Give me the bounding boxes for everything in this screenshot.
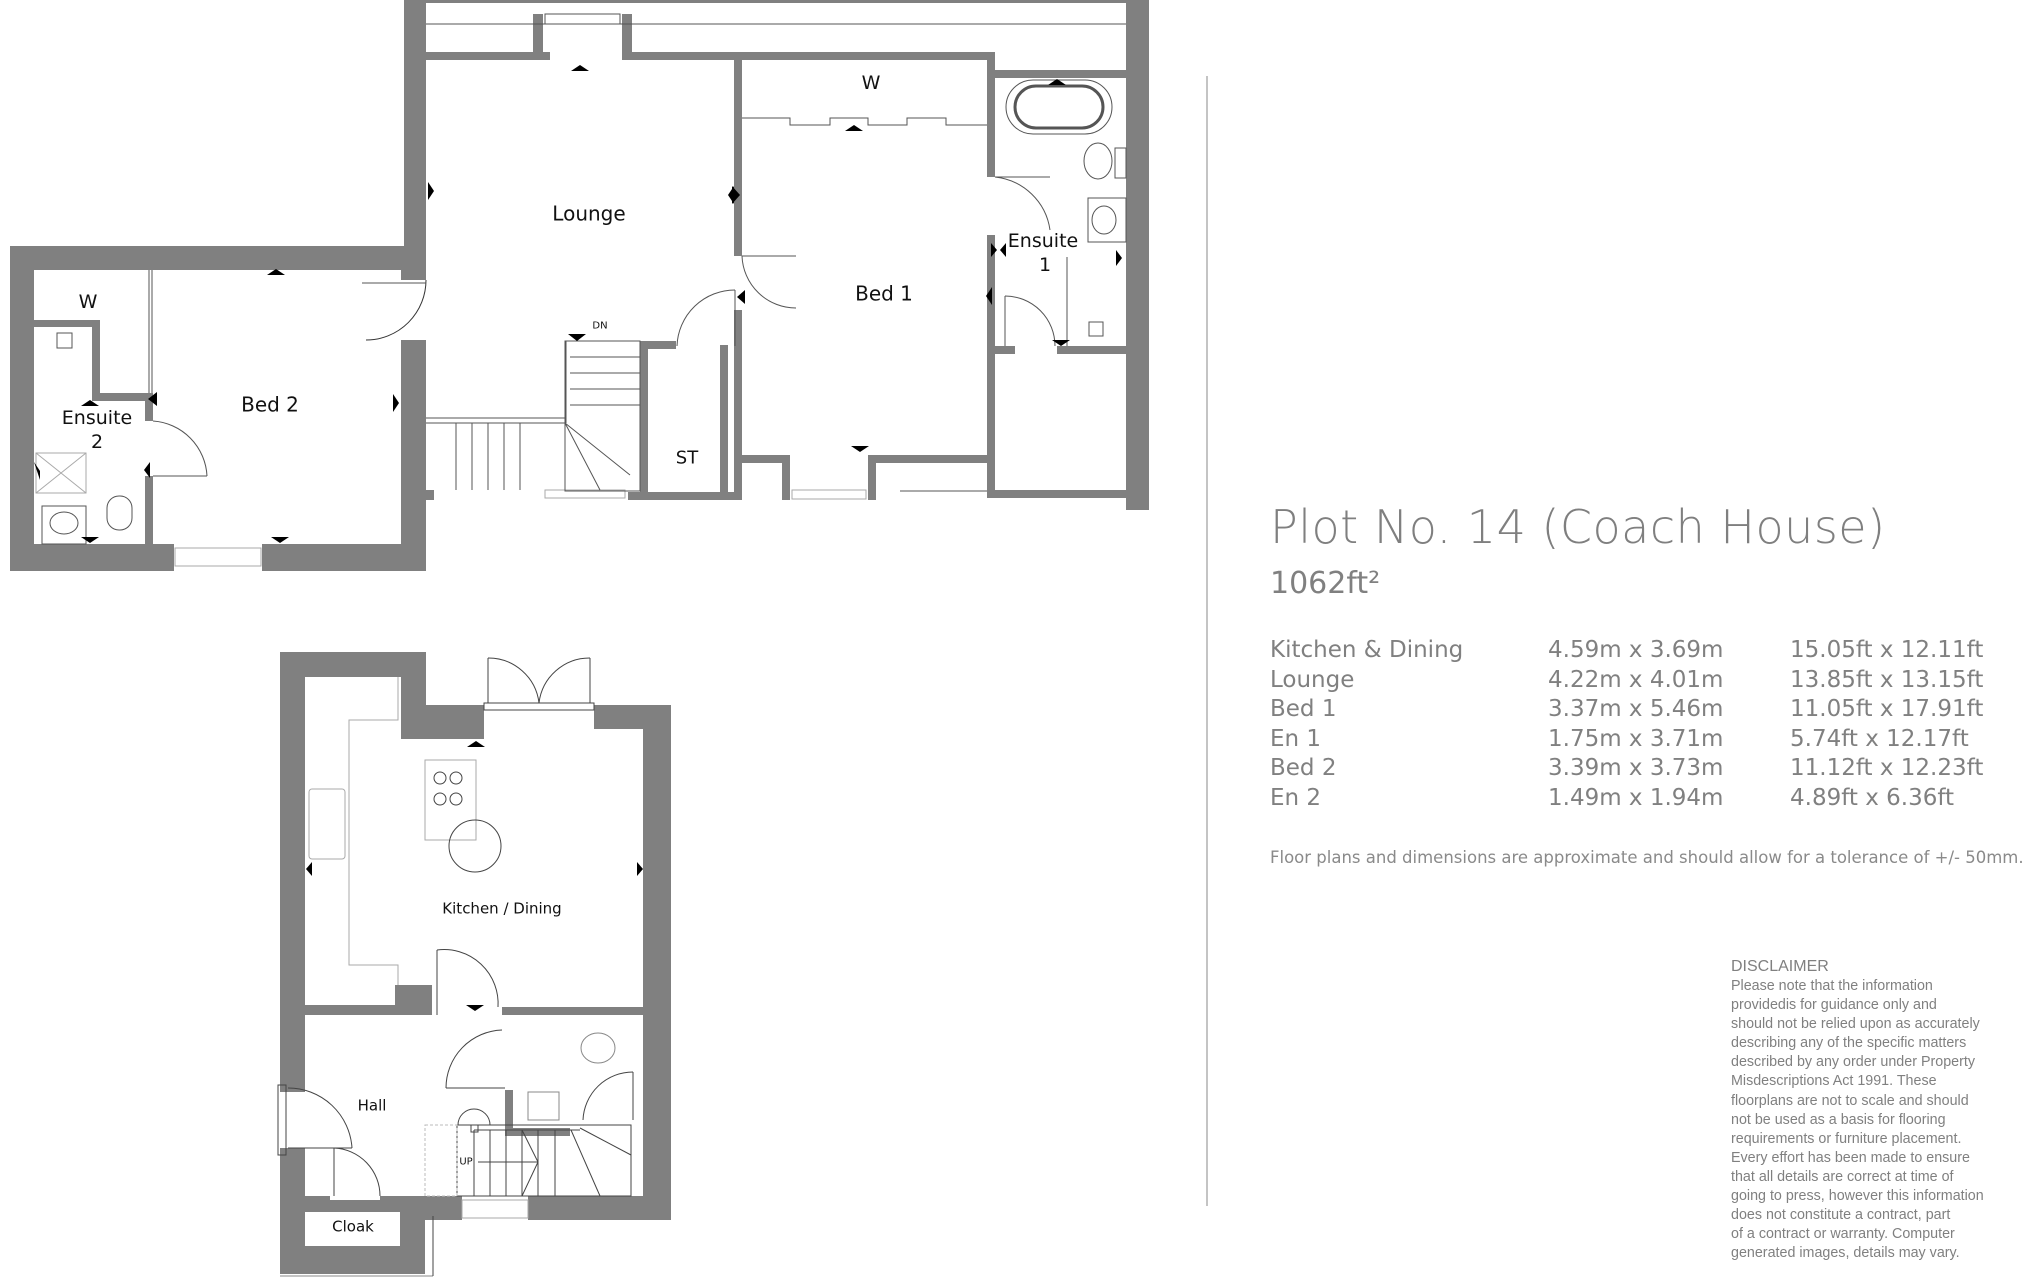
disclaimer-line: generated images, details may vary. [1731, 1245, 1960, 1262]
room-label-ensuite2-number: 2 [90, 431, 104, 454]
first-floor-arrows [34, 65, 1122, 543]
room-row: En 1 1.75m x 3.71m 5.74ft x 12.17ft [1270, 726, 2010, 756]
room-label-ensuite1-number: 1 [1038, 254, 1052, 277]
room-row: En 2 1.49m x 1.94m 4.89ft x 6.36ft [1270, 785, 2010, 815]
room-name: Bed 2 [1270, 755, 1337, 782]
room-label-bed1: Bed 1 [855, 281, 913, 306]
room-row: Lounge 4.22m x 4.01m 13.85ft x 13.15ft [1270, 667, 2010, 697]
first-floor-lines [35, 13, 1127, 567]
disclaimer-line: providedis for guidance only and [1731, 997, 1937, 1014]
room-metric: 4.22m x 4.01m [1548, 666, 1724, 693]
first-floor-walls [10, 0, 1149, 571]
total-area: 1062ft² [1270, 566, 1381, 601]
room-label-bed1-wardrobe: W [861, 72, 881, 95]
disclaimer-line: Misdescriptions Act 1991. These [1731, 1073, 1937, 1090]
room-label-store: ST [675, 447, 699, 469]
disclaimer-heading: DISCLAIMER [1731, 958, 1829, 975]
ground-floor-arrows [306, 741, 643, 1011]
room-row: Bed 2 3.39m x 3.73m 11.12ft x 12.23ft [1270, 755, 2010, 785]
room-metric: 1.49m x 1.94m [1548, 784, 1724, 811]
room-imperial: 11.05ft x 17.91ft [1790, 696, 1984, 723]
room-name: Lounge [1270, 666, 1355, 693]
room-imperial: 13.85ft x 13.15ft [1790, 666, 1984, 693]
room-name: En 1 [1270, 725, 1322, 752]
stairs-down-label: DN [592, 320, 608, 332]
room-dimensions-table: Kitchen & Dining 4.59m x 3.69m 15.05ft x… [1270, 637, 2010, 815]
vertical-divider [1206, 76, 1208, 1206]
room-label-hall: Hall [357, 1096, 387, 1115]
room-metric: 4.59m x 3.69m [1548, 637, 1724, 663]
room-label-ensuite1: Ensuite [1007, 230, 1079, 253]
disclaimer-line: describing any of the specific matters [1731, 1035, 1967, 1052]
stairs-up-label: UP [459, 1156, 473, 1168]
room-label-lounge: Lounge [552, 201, 626, 226]
plot-title: Plot No. 14 (Coach House) [1270, 500, 1886, 554]
disclaimer-line: Please note that the information [1731, 978, 1933, 994]
room-label-kitchen-dining: Kitchen / Dining [442, 899, 562, 918]
floor-plans: Lounge W Bed 1 Ensuite 1 ST DN Bed 2 W E… [10, 0, 1149, 1277]
room-imperial: 15.05ft x 12.11ft [1790, 637, 1984, 663]
room-label-ensuite2: Ensuite [61, 407, 133, 430]
room-name: Bed 1 [1270, 696, 1337, 723]
room-metric: 1.75m x 3.71m [1548, 725, 1724, 752]
room-label-bed2-wardrobe: W [78, 291, 98, 314]
disclaimer-line: should not be relied upon as accurately [1731, 1016, 1980, 1033]
room-row: Kitchen & Dining 4.59m x 3.69m 15.05ft x… [1270, 637, 2010, 667]
disclaimer: DISCLAIMER Please note that the informat… [1731, 957, 2021, 1263]
disclaimer-line: requirements or furniture placement. [1731, 1130, 1962, 1147]
disclaimer-line: floorplans are not to scale and should [1731, 1092, 1969, 1109]
disclaimer-line: of a contract or warranty. Computer [1731, 1226, 1955, 1243]
room-label-bed2: Bed 2 [241, 392, 299, 417]
floor-plan-drawing [10, 0, 1149, 1277]
disclaimer-line: described by any order under Property [1731, 1054, 1975, 1071]
room-imperial: 5.74ft x 12.17ft [1790, 725, 1969, 752]
room-name: Kitchen & Dining [1270, 637, 1464, 663]
ground-floor-walls [280, 652, 671, 1274]
room-name: En 2 [1270, 784, 1322, 811]
ground-floor-lines [277, 657, 634, 1277]
room-metric: 3.39m x 3.73m [1548, 755, 1724, 782]
room-label-cloak: Cloak [332, 1217, 374, 1236]
room-metric: 3.37m x 5.46m [1548, 696, 1724, 723]
room-imperial: 11.12ft x 12.23ft [1790, 755, 1984, 782]
disclaimer-line: that all details are correct at time of [1731, 1168, 1954, 1185]
disclaimer-line: not be used as a basis for flooring [1731, 1111, 1946, 1128]
disclaimer-line: does not constitute a contract, part [1731, 1207, 1951, 1224]
disclaimer-line: Every effort has been made to ensure [1731, 1149, 1970, 1166]
room-row: Bed 1 3.37m x 5.46m 11.05ft x 17.91ft [1270, 696, 2010, 726]
disclaimer-line: going to press, however this information [1731, 1188, 1984, 1205]
room-imperial: 4.89ft x 6.36ft [1790, 784, 1955, 811]
tolerance-note: Floor plans and dimensions are approxima… [1270, 848, 2024, 867]
